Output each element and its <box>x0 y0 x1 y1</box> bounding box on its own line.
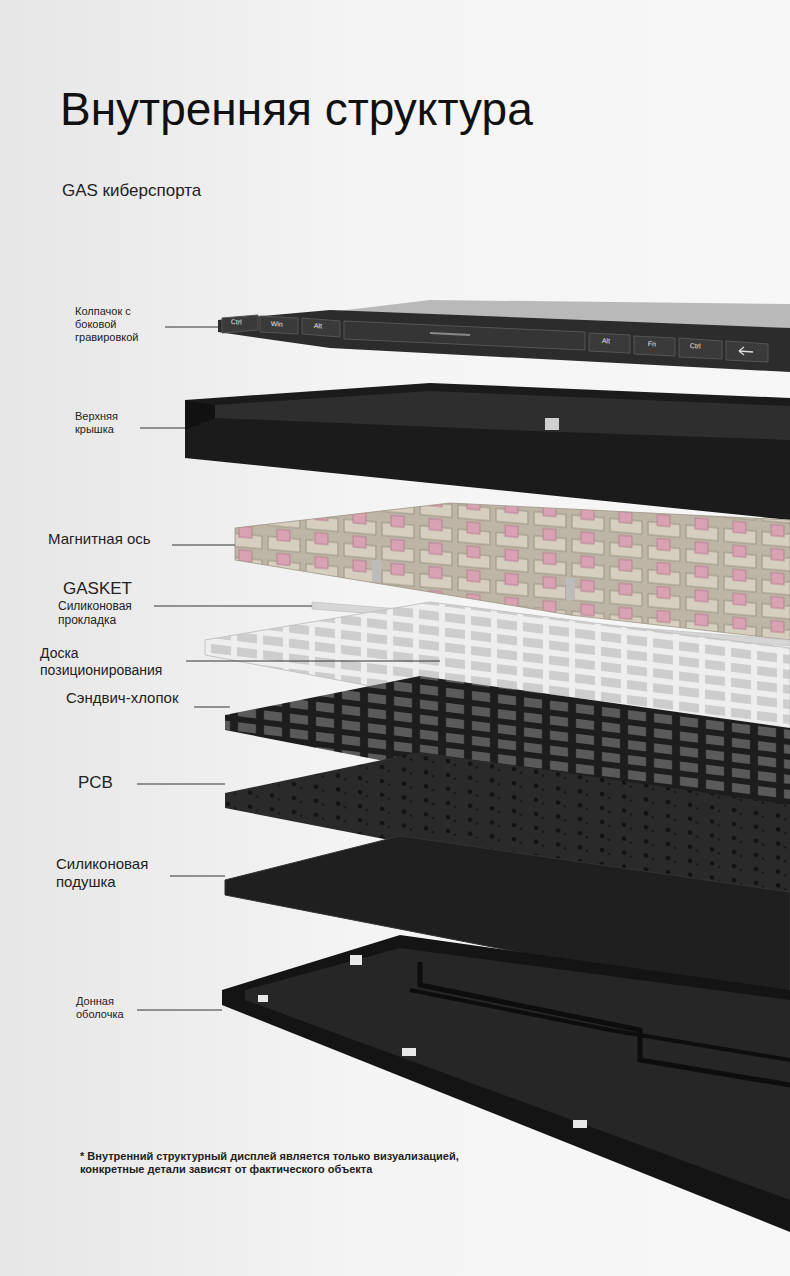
bottom-case-rib <box>410 990 790 1060</box>
spacebar <box>344 321 585 350</box>
keycap-legend: Ctrl <box>690 342 701 351</box>
clip <box>573 1120 587 1128</box>
part-label: PCB <box>78 773 113 793</box>
bottom-case-body <box>222 935 790 1232</box>
part-label: Донная оболочка <box>76 995 138 1021</box>
leader-line <box>170 876 225 877</box>
top-case-notch <box>545 418 559 430</box>
leader-line <box>172 545 235 546</box>
spacebar-mark <box>430 333 470 335</box>
clip <box>402 1048 416 1056</box>
part-label: Верхняя крышка <box>75 410 137 436</box>
part-label: GASKET <box>63 579 132 599</box>
keycap <box>302 318 340 337</box>
stabilizer <box>566 578 575 600</box>
top-case-body <box>185 383 790 520</box>
top-case-edge <box>185 400 215 430</box>
clip <box>350 955 362 965</box>
leader-line <box>186 661 440 662</box>
keycap-legend: Fn <box>648 340 657 349</box>
keycap <box>634 336 675 356</box>
clip <box>258 995 268 1002</box>
keycap-legend: Win <box>271 320 283 329</box>
arrow-symbol <box>739 347 753 355</box>
part-label: Сэндвич-хлопок <box>66 689 178 707</box>
keycap <box>589 333 630 353</box>
page-title: Внутренняя структура <box>60 82 533 137</box>
leader-line <box>137 784 225 785</box>
leader-line <box>140 428 185 429</box>
keycap-legend: Alt <box>314 322 323 331</box>
part-label: Силиконовая прокладка <box>58 599 148 628</box>
bottom-case-floor <box>245 948 790 1200</box>
footnote: * Внутренний структурный дисплей являетс… <box>80 1150 475 1176</box>
keycap <box>726 341 768 362</box>
stabilizer <box>372 560 381 582</box>
leader-line <box>154 606 312 607</box>
leader-line <box>137 1010 222 1011</box>
keycap-legend: Ctrl <box>231 318 242 327</box>
keycap <box>260 316 298 334</box>
bottom-case <box>222 935 790 1232</box>
leader-line <box>165 327 218 328</box>
subtitle: GAS киберспорта <box>62 181 201 201</box>
leader-lines <box>137 327 440 1010</box>
part-label: Магнитная ось <box>48 530 151 548</box>
bottom-case-rib <box>420 962 790 1085</box>
keycap-legend: Alt <box>602 337 611 346</box>
part-label: Силиконовая подушка <box>56 855 166 891</box>
leader-line <box>194 707 230 708</box>
top-case-opening <box>215 391 790 440</box>
part-label: Колпачок с боковой гравировкой <box>75 305 155 345</box>
top-case <box>185 383 790 520</box>
keycap-front-row <box>218 310 790 372</box>
keycap <box>679 338 722 359</box>
keycap <box>222 315 258 333</box>
keycaps <box>218 300 790 372</box>
part-label: Доска позиционирования <box>40 645 175 679</box>
